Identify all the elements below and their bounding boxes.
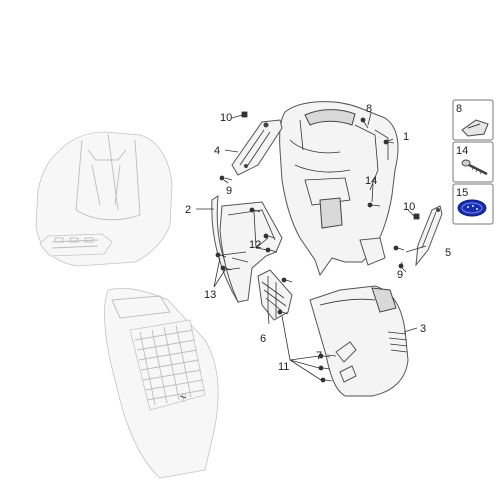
clip-nut-icon (461, 119, 489, 137)
part-inner-shield (279, 101, 399, 277)
ghost-leg-shield (103, 287, 219, 479)
callout-5: 5 (445, 247, 451, 259)
legend-box-8: 8 (452, 99, 494, 141)
callouts: 1 2 3 4 5 6 7 8 9 9 10 10 11 12 13 14 (185, 103, 451, 373)
legend-label-14: 14 (456, 145, 468, 157)
callout-9-left: 9 (226, 185, 232, 197)
callout-13: 13 (204, 289, 216, 301)
callout-10-left: 10 (220, 112, 232, 124)
part-small-grille (257, 269, 293, 321)
part-left-bracket (231, 119, 283, 176)
callout-8: 8 (366, 103, 372, 115)
legend-box-15: 15 (452, 183, 494, 225)
legend-label-15: 15 (456, 187, 468, 199)
callout-11: 11 (278, 361, 289, 373)
part-clip (335, 341, 357, 383)
ghost-front-cowl (35, 131, 173, 267)
callout-9-right: 9 (397, 269, 403, 281)
part-right-bracket (415, 205, 443, 267)
legend-label-8: 8 (456, 103, 462, 115)
callout-14: 14 (365, 175, 377, 187)
legend-box-14: 14 (452, 141, 494, 183)
callout-4: 4 (214, 145, 220, 157)
leader-lines (196, 112, 427, 381)
screw-icon (461, 159, 488, 176)
callout-10-right: 10 (403, 201, 415, 213)
callout-6: 6 (260, 333, 266, 345)
callout-2: 2 (185, 204, 191, 216)
part-right-side-panel (309, 285, 409, 397)
badge-emblem-icon (457, 199, 487, 217)
callout-12: 12 (249, 239, 261, 251)
callout-7: 7 (316, 350, 322, 362)
callout-1: 1 (403, 131, 409, 143)
part-left-inner-panel (219, 201, 283, 303)
callout-3: 3 (420, 323, 426, 335)
